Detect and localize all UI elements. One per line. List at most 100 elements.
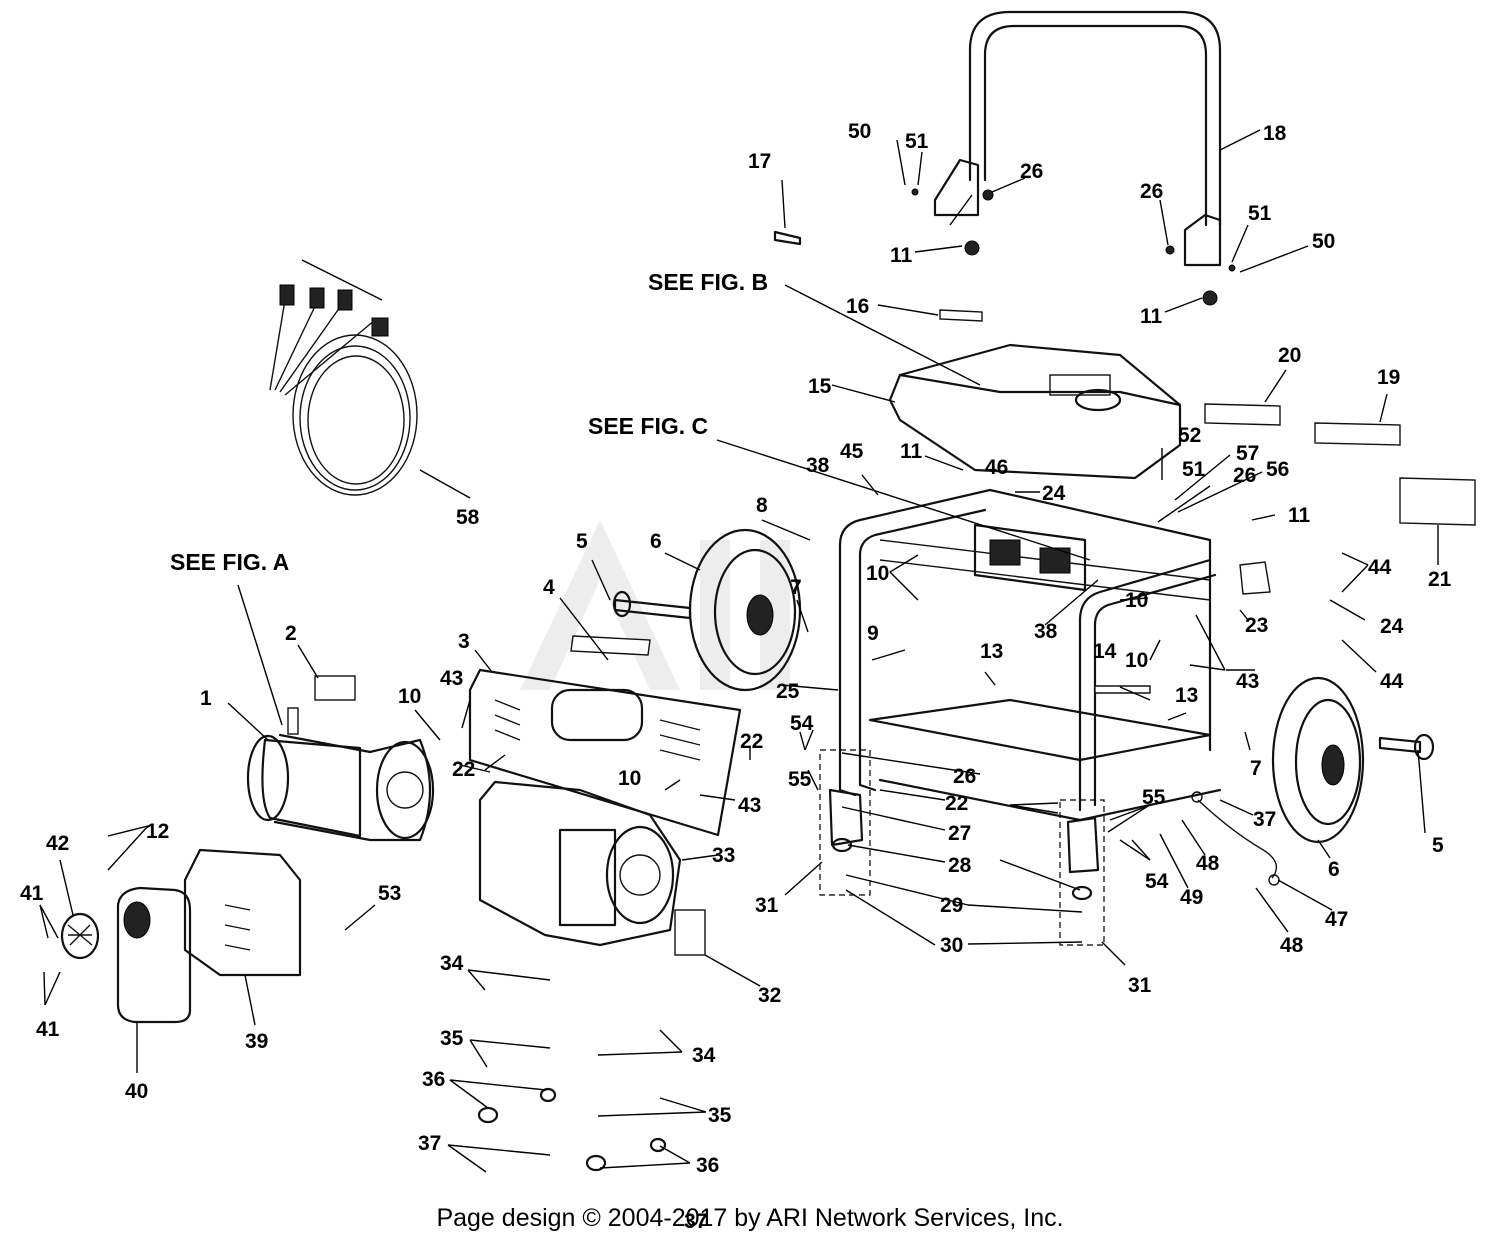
callout-10: 10 — [1125, 589, 1148, 612]
wheel-part-right — [1271, 676, 1365, 844]
callout-50: 50 — [848, 120, 871, 143]
callout-57: 57 — [1236, 442, 1259, 465]
callout-36: 36 — [422, 1068, 445, 1091]
callout-55: 55 — [788, 768, 812, 791]
callout-11: 11 — [900, 440, 923, 463]
muffler-shroud-part — [183, 848, 302, 977]
callout-50: 50 — [1312, 230, 1335, 253]
callout-49: 49 — [1180, 886, 1203, 909]
handle-part — [933, 10, 1222, 267]
callout-35: 35 — [440, 1027, 464, 1050]
callout-28: 28 — [948, 854, 972, 877]
callout-25: 25 — [776, 680, 800, 703]
front-panel-part — [468, 668, 742, 837]
callout-31: 31 — [755, 894, 779, 917]
callout-43: 43 — [440, 667, 463, 690]
callout-10: 10 — [1125, 649, 1148, 672]
callout-26: 26 — [953, 765, 976, 788]
callout-54: 54 — [1145, 870, 1169, 893]
callout-35: 35 — [708, 1104, 732, 1127]
callout-10: 10 — [618, 767, 641, 790]
callout-20: 20 — [1278, 344, 1301, 367]
callout-10: 10 — [866, 562, 889, 585]
ground-cable-part — [1191, 791, 1280, 886]
spark-arrestor-screen-part — [60, 912, 100, 960]
callout-26: 26 — [1140, 180, 1163, 203]
callout-30: 30 — [940, 934, 963, 957]
callout-10: 10 — [398, 685, 421, 708]
callout-54: 54 — [790, 712, 814, 735]
callout-11: 11 — [890, 244, 913, 267]
callout-21: 21 — [1428, 568, 1452, 591]
callout-15: 15 — [808, 375, 832, 398]
callout-52: 52 — [1178, 424, 1201, 447]
callout-39: 39 — [245, 1030, 268, 1053]
callout-13: 13 — [1175, 684, 1198, 707]
alternator-part — [246, 707, 435, 842]
callout-32: 32 — [758, 984, 781, 1007]
figure-references: SEE FIG. A SEE FIG. B SEE FIG. C — [170, 269, 768, 575]
callout-34: 34 — [692, 1044, 716, 1067]
callout-19: 19 — [1377, 366, 1400, 389]
callout-43: 43 — [738, 794, 761, 817]
callout-2: 2 — [285, 622, 297, 645]
callout-27: 27 — [948, 822, 971, 845]
callout-41: 41 — [36, 1018, 60, 1041]
callout-51: 51 — [905, 130, 929, 153]
copyright-footer: Page design © 2004-2017 by ARI Network S… — [436, 1204, 1063, 1232]
callout-5: 5 — [1432, 834, 1444, 857]
callout-37: 37 — [418, 1132, 441, 1155]
callout-18: 18 — [1263, 122, 1287, 145]
callout-55: 55 — [1142, 786, 1166, 809]
engine-part — [478, 780, 682, 947]
callout-4: 4 — [543, 576, 555, 599]
callout-37: 37 — [684, 1210, 707, 1233]
callout-43: 43 — [1236, 670, 1259, 693]
callout-48: 48 — [1280, 934, 1304, 957]
callout-24: 24 — [1380, 615, 1404, 638]
engine-mounts-part — [477, 1087, 667, 1172]
callout-22: 22 — [740, 730, 763, 753]
callout-56: 56 — [1266, 458, 1289, 481]
callout-3: 3 — [458, 630, 470, 653]
callout-23: 23 — [1245, 614, 1268, 637]
see-fig-b-label: SEE FIG. B — [648, 269, 768, 295]
leader-lines — [39, 129, 1439, 1173]
handle-fasteners — [773, 188, 1236, 306]
callout-38: 38 — [1034, 620, 1058, 643]
callout-6: 6 — [650, 530, 662, 553]
callout-26: 26 — [1020, 160, 1043, 183]
callout-58: 58 — [456, 506, 480, 529]
decal-sheets — [314, 309, 1476, 956]
callout-44: 44 — [1380, 670, 1404, 693]
callout-26: 26 — [1233, 464, 1256, 487]
callout-38: 38 — [806, 454, 830, 477]
see-fig-c-label: SEE FIG. C — [588, 413, 708, 439]
callout-36: 36 — [696, 1154, 719, 1177]
callout-22: 22 — [945, 792, 968, 815]
callout-42: 42 — [46, 832, 69, 855]
callout-6: 6 — [1328, 858, 1340, 881]
callout-46: 46 — [985, 456, 1008, 479]
callout-51: 51 — [1248, 202, 1272, 225]
control-panel-part — [973, 523, 1087, 592]
callout-45: 45 — [840, 440, 864, 463]
callout-29: 29 — [940, 894, 963, 917]
callout-48: 48 — [1196, 852, 1220, 875]
callout-14: 14 — [1093, 640, 1117, 663]
callout-1: 1 — [200, 687, 212, 710]
callout-40: 40 — [125, 1080, 148, 1103]
callout-16: 16 — [846, 295, 869, 318]
callout-51: 51 — [1182, 458, 1206, 481]
frame-part — [838, 488, 1222, 822]
axle-parts — [612, 590, 1435, 761]
callout-8: 8 — [756, 494, 768, 517]
callout-53: 53 — [378, 882, 401, 905]
callout-5: 5 — [576, 530, 588, 553]
see-fig-a-label: SEE FIG. A — [170, 549, 289, 575]
callout-24: 24 — [1042, 482, 1066, 505]
callout-7: 7 — [1250, 757, 1262, 780]
fuel-tank-part — [888, 343, 1182, 480]
callout-37: 37 — [1253, 808, 1276, 831]
